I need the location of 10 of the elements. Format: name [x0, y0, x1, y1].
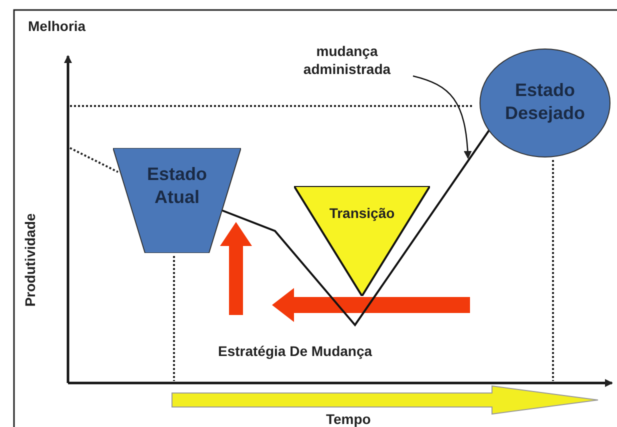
axis-title: Tempo: [326, 411, 371, 427]
leader-line: [412, 75, 472, 159]
axis-title: Melhoria: [28, 18, 86, 34]
caption-text: Estratégia De Mudança: [218, 343, 372, 359]
axis-title: Produtividade: [22, 213, 38, 307]
transition-triangle: Transição: [294, 186, 430, 296]
state-trapezoid: Estado Atual: [113, 148, 241, 253]
annotation-text: mudança administrada: [280, 40, 414, 86]
state-ellipse: Estado Desejado: [479, 48, 611, 158]
trend-line: [220, 128, 491, 327]
